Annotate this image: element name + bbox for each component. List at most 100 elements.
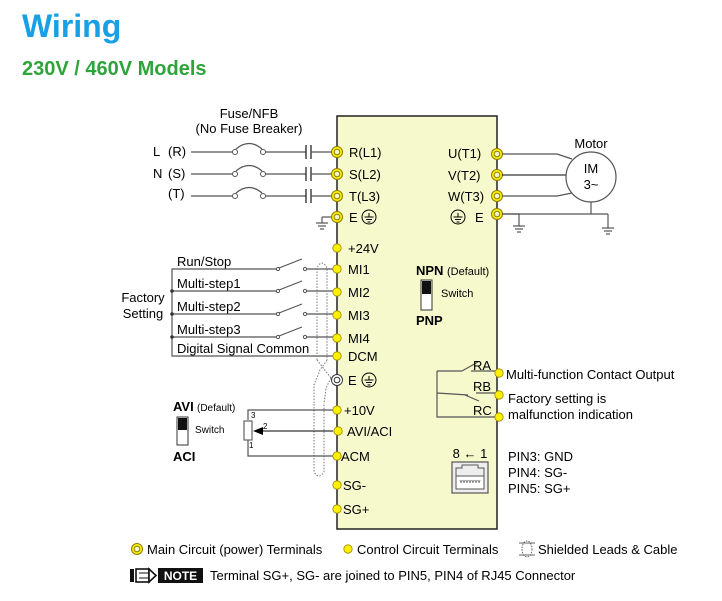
function-label: Multi-step1: [177, 276, 241, 291]
note-icon: [130, 567, 158, 584]
control-terminal-icon: [494, 368, 504, 378]
pin3-label: PIN3: GND: [508, 449, 573, 464]
common-label: Digital Signal Common: [177, 341, 309, 356]
output-w: W(T3): [448, 189, 573, 204]
analog-10v: +10V: [247, 403, 375, 420]
motor-type: IM: [584, 161, 598, 176]
terminal-24v: +24V: [348, 241, 379, 256]
rj45-connector: 8 ← 1: [451, 446, 489, 494]
control-terminal-icon: [332, 310, 342, 320]
shielded-cable-legend-icon: [519, 540, 535, 558]
motor: Motor IM 3~: [565, 136, 617, 203]
input-mi2: Multi-step1 MI2: [177, 276, 370, 300]
pot-pin-2: 2: [263, 422, 268, 431]
pot-pin-3: 3: [251, 411, 256, 420]
input-dcm: Digital Signal Common Digital Signal Com…: [177, 341, 378, 364]
relay-desc-2: Factory setting is: [508, 391, 607, 406]
npn-switch-label: Switch: [441, 288, 473, 300]
relay-output: RA RB RC Multi-function Contact Output F…: [436, 358, 675, 422]
control-terminal-icon: [332, 405, 342, 415]
relay-desc-1: Multi-function Contact Output: [506, 367, 675, 382]
factory-setting-label: Factory: [121, 290, 165, 305]
page-subtitle: 230V / 460V Models: [22, 58, 207, 80]
terminal-s-l2: S(L2): [349, 167, 381, 182]
function-label: Multi-step3: [177, 322, 241, 337]
control-terminal-icon: [494, 412, 504, 422]
relay-rb: RB: [473, 379, 491, 394]
function-label: Run/Stop: [177, 254, 231, 269]
main-terminal-icon: [491, 148, 503, 160]
plus24v: +24V: [332, 241, 379, 256]
relay-ra: RA: [473, 358, 491, 373]
potentiometer-icon: [243, 420, 253, 441]
main-terminal-icon: [491, 190, 503, 202]
comm-sg-minus: SG-: [332, 478, 366, 493]
control-terminal-icon: [332, 451, 342, 461]
analog-avi: AVI/ACI: [253, 424, 392, 439]
terminal-acm: ACM: [341, 449, 370, 464]
shield-icon: [316, 262, 328, 360]
control-terminal-icon: [494, 390, 504, 400]
page-title: Wiring: [22, 8, 122, 44]
main-terminal-icon: [331, 211, 343, 223]
shield-icon: [313, 404, 325, 477]
npn-label: NPN: [416, 263, 443, 278]
output-v: V(T2): [448, 168, 566, 183]
control-terminal-icon: [332, 351, 342, 361]
phase-label: L: [153, 144, 160, 159]
note-text: Terminal SG+, SG- are joined to PIN5, PI…: [210, 568, 576, 583]
terminal-e: E: [349, 210, 358, 225]
terminal-mi2: MI2: [348, 285, 370, 300]
fuse-label-sub: (No Fuse Breaker): [196, 121, 303, 136]
control-terminal-icon: [332, 287, 342, 297]
relay-rc: RC: [473, 403, 492, 418]
input-earth: E: [315, 209, 377, 230]
terminal-dcm-label: DCM: [348, 349, 378, 364]
terminal-t-l3: T(L3): [349, 189, 380, 204]
terminal-10v: +10V: [344, 403, 375, 418]
motor-label: Motor: [574, 136, 608, 151]
relay-desc-3: malfunction indication: [508, 407, 633, 422]
input-line-s: N (S) S(L2): [153, 164, 381, 182]
terminal-mi3: MI3: [348, 308, 370, 323]
line-name: (R): [168, 144, 186, 159]
analog-acm: ACM: [247, 440, 370, 464]
control-terminal-icon: [332, 333, 342, 343]
control-terminal-icon: [332, 264, 342, 274]
main-terminal-icon: [331, 168, 343, 180]
input-mi3: Multi-step2 MI3: [177, 299, 370, 323]
ground-icon: [512, 219, 526, 233]
main-terminal-icon: [491, 208, 503, 220]
terminal-avi-aci: AVI/ACI: [347, 424, 392, 439]
rj45-label: 8 ← 1: [453, 446, 488, 461]
line-name: (S): [168, 166, 185, 181]
control-terminal-icon: [332, 504, 342, 514]
pin4-label: PIN4: SG-: [508, 465, 567, 480]
motor-icon: [565, 151, 617, 203]
avi-aci-switch[interactable]: AVI (Default) Switch ACI: [173, 399, 235, 464]
aci-label: ACI: [173, 449, 195, 464]
function-label: Multi-step2: [177, 299, 241, 314]
ground-icon: [601, 221, 615, 235]
terminal-w-t3: W(T3): [448, 189, 484, 204]
input-line-r: L (R) R(L1): [153, 142, 382, 160]
control-terminal-icon: [332, 243, 342, 253]
control-terminal-icon: [332, 480, 342, 490]
main-terminal-icon: [491, 169, 503, 181]
input-line-t: (T) T(L3): [168, 186, 380, 204]
fuse-label: Fuse/NFB: [220, 106, 279, 121]
drive-panel: [336, 115, 498, 530]
legend-control-circuit: Control Circuit Terminals: [357, 542, 499, 557]
terminal-mi4: MI4: [348, 331, 370, 346]
pot-pin-1: 1: [249, 441, 254, 450]
line-name: (T): [168, 186, 185, 201]
note-badge: [158, 568, 203, 583]
terminal-sg-minus: SG-: [343, 478, 366, 493]
terminal-mi1: MI1: [348, 262, 370, 277]
avi-switch-label: Switch: [195, 425, 224, 436]
npn-default-label: (Default): [447, 266, 489, 278]
npn-pnp-switch[interactable]: NPN (Default) Switch PNP: [416, 263, 489, 328]
pnp-label: PNP: [416, 313, 443, 328]
analog-earth: E: [331, 372, 377, 388]
